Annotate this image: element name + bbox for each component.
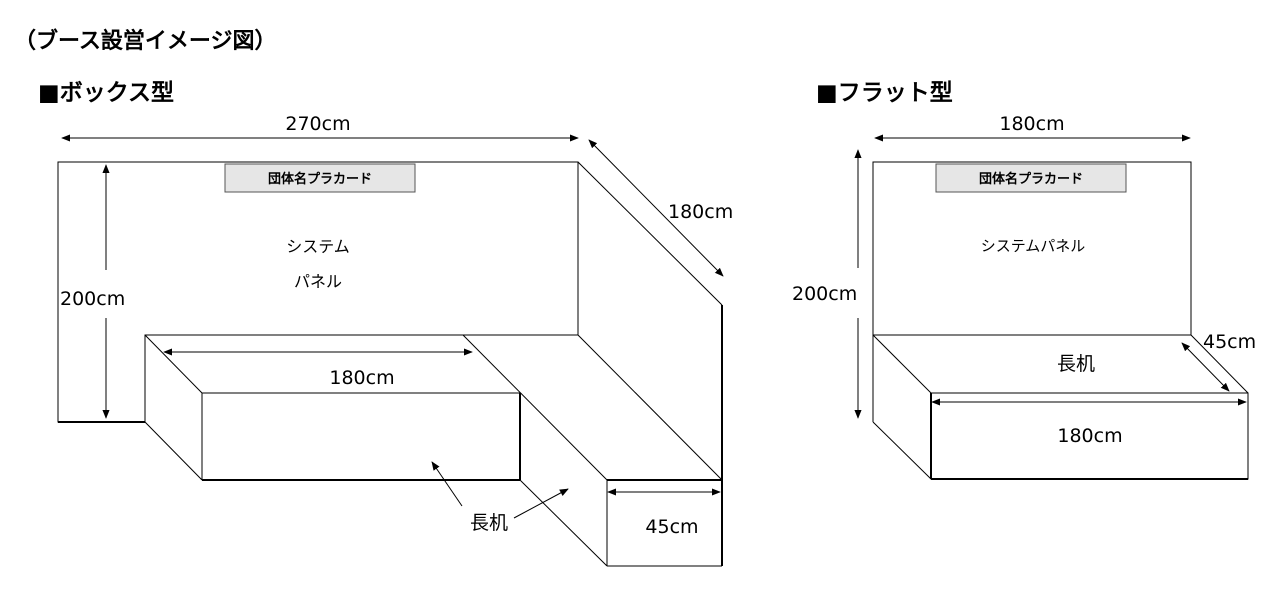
box-desk-depth-label: 45cm [645,516,698,538]
flat-desk-label: 長机 [1057,353,1095,375]
box-depth-arrow [588,139,724,277]
flat-placard-label: 団体名プラカード [979,171,1083,187]
box-panel-label-1: システム [286,237,350,256]
box-depth-label: 180cm [668,201,733,223]
box-back-panel [57,161,579,423]
flat-panel-label: システムパネル [981,237,1086,255]
box-desk-pointer-1 [431,461,463,507]
box-width-label: 270cm [285,113,350,135]
flat-desk-depth-arrow [1181,342,1230,392]
box-desk-label: 長机 [470,512,508,534]
flat-width-label: 180cm [999,113,1064,135]
box-side-panel-top [577,161,723,306]
box-side-panel-bottom [577,334,723,481]
box-desk-pointer-2 [513,488,569,519]
diagram-title: （ブース設営イメージ図） [14,28,276,54]
flat-heading: ■フラット型 [816,80,953,106]
flat-height-label: 200cm [792,283,857,305]
flat-back-panel [872,161,1192,336]
box-desk-front [144,334,608,567]
flat-desk-depth-label: 45cm [1203,331,1256,353]
box-placard [224,163,416,193]
box-desk-width-label: 180cm [329,367,394,389]
box-heading: ■ボックス型 [38,80,174,106]
box-panel-label-2: パネル [294,272,342,291]
flat-type-diagram: ■フラット型 団体名プラカード システムパネル 180cm 200cm 45cm… [792,80,1256,480]
box-placard-label: 団体名プラカード [268,171,372,187]
box-type-diagram: ■ボックス型 団体名プラカード システム パネル [38,80,733,567]
flat-placard [935,163,1127,193]
box-height-label: 200cm [60,288,125,310]
flat-desk-width-label: 180cm [1057,425,1122,447]
box-desk-side [606,479,722,567]
